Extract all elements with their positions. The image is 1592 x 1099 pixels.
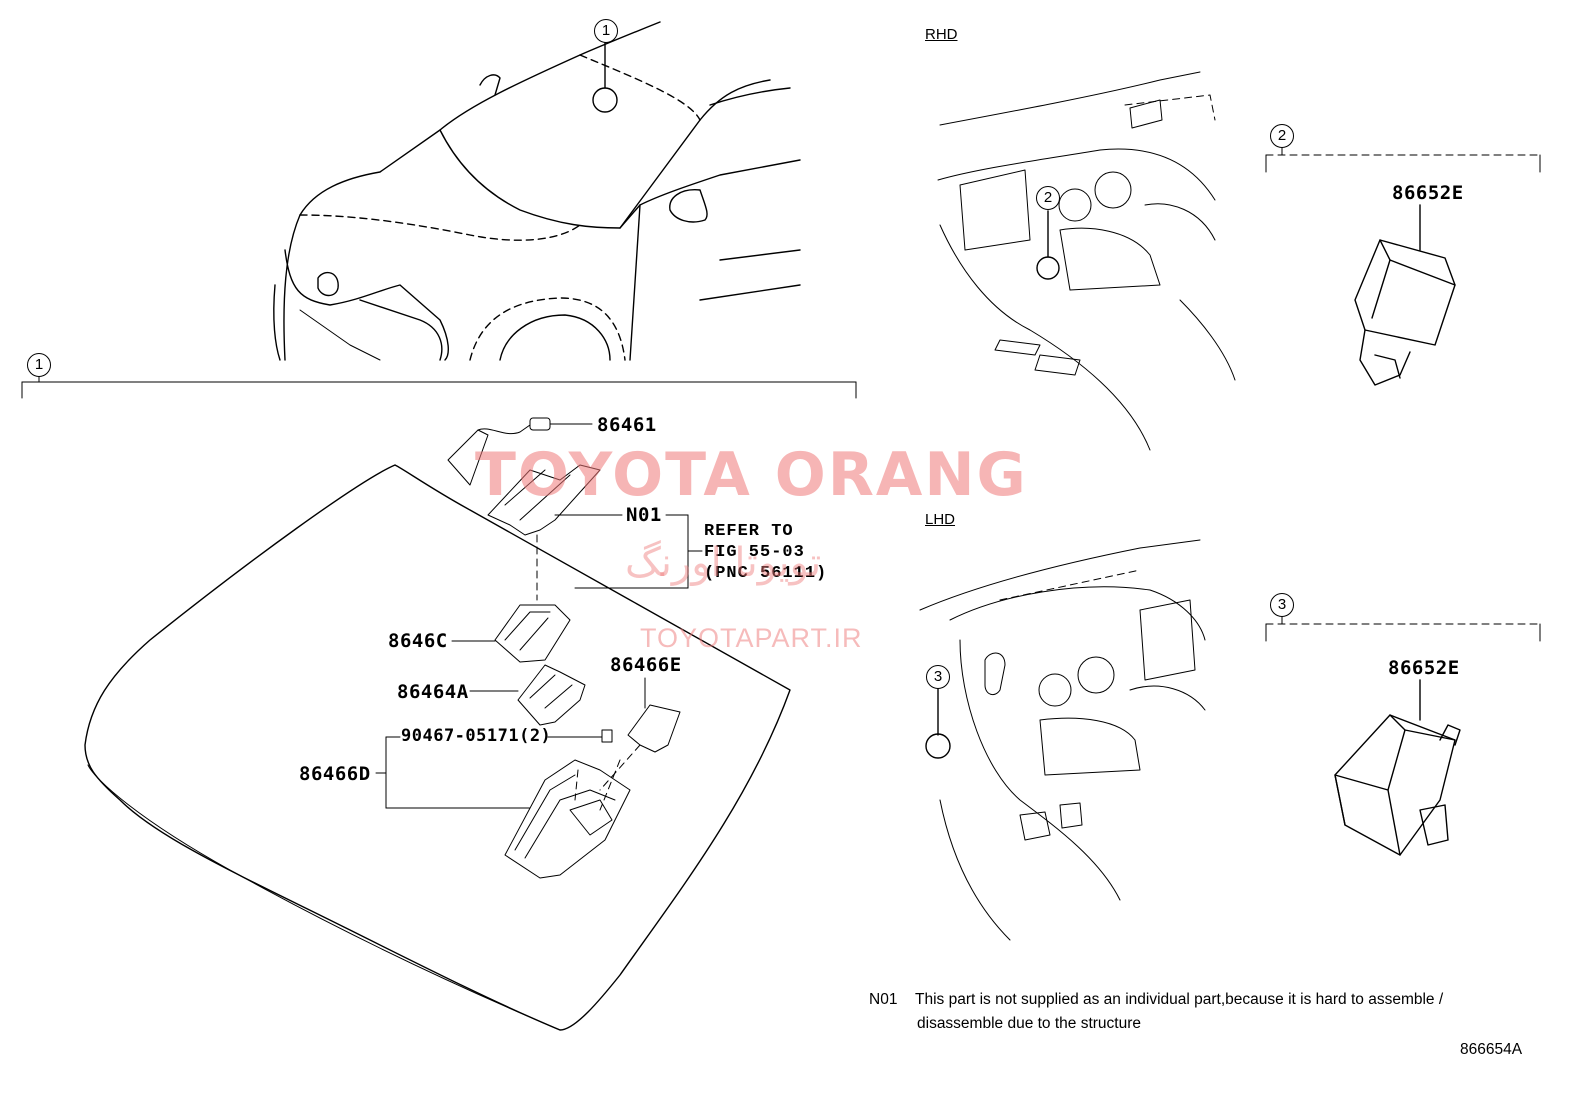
diagram-id: 866654A: [1460, 1041, 1523, 1058]
refer-line-3: (PNC 56111): [704, 564, 828, 583]
rhd-dashboard-illustration: [937, 71, 1236, 451]
windshield-outline: [84, 464, 791, 1031]
part-number-86652e-top: 86652E: [1392, 182, 1464, 204]
car-illustration: [273, 21, 801, 361]
part-code-n01: N01: [626, 504, 662, 526]
view-label-lhd: LHD: [925, 511, 956, 528]
part-number-86466e: 86466E: [610, 654, 682, 676]
callout-1-leader-car: [592, 42, 618, 113]
callout-1-car: 1: [594, 19, 618, 43]
footnote-line-2: disassemble due to the structure: [917, 1015, 1142, 1032]
callout-2-group: 2: [1270, 124, 1294, 148]
part-86466e-cover: [599, 677, 681, 791]
footnote-code: N01: [869, 991, 898, 1008]
callout-3-leader-lhd: [925, 688, 951, 759]
part-number-90467-05171: 90467-05171(2): [401, 726, 552, 746]
part-90467-clip: [547, 729, 613, 743]
part-number-86461: 86461: [597, 414, 657, 436]
callout-3-lhd: 3: [926, 665, 950, 689]
part-number-86464a: 86464A: [397, 681, 469, 703]
refer-line-1: REFER TO: [704, 522, 794, 541]
watermark-brand: TOYOTA ORANG: [475, 440, 1028, 510]
callout-1-group: 1: [27, 353, 51, 377]
view-label-rhd: RHD: [925, 26, 958, 43]
refer-note: REFER TO FIG 55-03 (PNC 56111): [704, 521, 827, 584]
part-86466d-housing: [375, 736, 631, 879]
part-number-86652e-bottom: 86652E: [1388, 657, 1460, 679]
part-86461-harness: [447, 417, 593, 486]
lhd-dashboard-illustration: [919, 539, 1206, 941]
callout-3-group: 3: [1270, 593, 1294, 617]
part-number-86466d: 86466D: [299, 763, 371, 785]
part-n01-bracket: [487, 464, 703, 601]
module-86652e-bottom: [1334, 679, 1461, 856]
group-2-bracket: [1265, 147, 1541, 173]
group-3-bracket: [1265, 616, 1541, 642]
callout-2-leader-rhd: [1036, 210, 1060, 280]
part-8646c-cover: [451, 604, 571, 663]
watermark-site: TOYOTAPART.IR: [640, 623, 863, 653]
group-1-bracket: [21, 375, 857, 399]
module-86652e-top: [1354, 204, 1456, 386]
footnote-line-1: This part is not supplied as an individu…: [915, 991, 1444, 1008]
refer-line-2: FIG 55-03: [704, 543, 805, 562]
watermark-persian: تویوتا اورنگ: [625, 540, 822, 586]
callout-2-rhd: 2: [1036, 186, 1060, 210]
part-number-8646c: 8646C: [388, 630, 448, 652]
part-86464a-plate: [469, 664, 586, 726]
